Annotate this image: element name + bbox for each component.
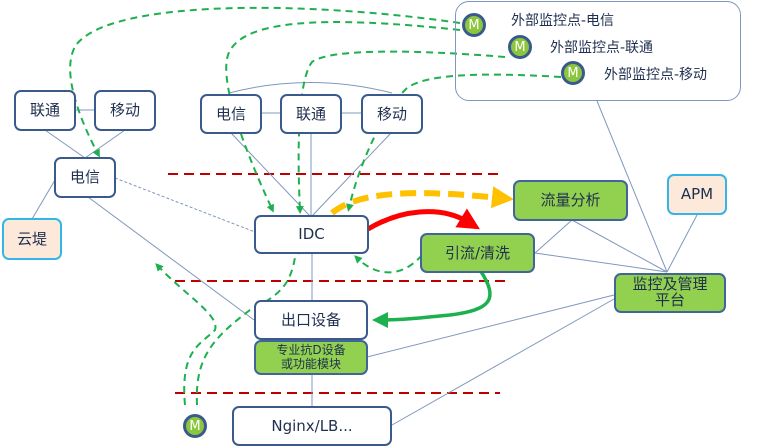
node-nginx-lb[interactable]: Nginx/LB... bbox=[232, 406, 392, 446]
link-analysis-diversion bbox=[534, 219, 573, 254]
link-analysis-platform bbox=[571, 219, 668, 273]
node-idc-mobile[interactable]: 移动 bbox=[361, 94, 423, 134]
link-telecom-idc bbox=[114, 177, 256, 233]
node-idc[interactable]: IDC bbox=[254, 215, 369, 254]
monitor-path-telecom-idc bbox=[225, 21, 461, 213]
monitor-badge-internal: M bbox=[183, 414, 207, 438]
monitor-badge-telecom: M bbox=[462, 13, 486, 37]
node-left-unicom[interactable]: 联通 bbox=[14, 90, 76, 131]
link-left-mobile-telecom bbox=[84, 129, 126, 159]
external-monitors-panel bbox=[455, 1, 741, 101]
node-traffic-analysis[interactable]: 流量分析 bbox=[513, 180, 628, 221]
link-telecom-idc-down bbox=[230, 132, 311, 217]
node-apm[interactable]: APM bbox=[667, 174, 727, 215]
node-left-mobile[interactable]: 移动 bbox=[94, 90, 156, 131]
arrow-idc-to-diversion bbox=[366, 208, 480, 232]
link-telecom-exit bbox=[87, 196, 255, 321]
node-cloud-shield[interactable]: 云堤 bbox=[2, 218, 62, 260]
monitor-path-unicom-idc bbox=[295, 50, 506, 214]
link-panel-platform bbox=[596, 100, 668, 273]
external-monitor-mobile-label: 外部监控点-移动 bbox=[604, 67, 708, 83]
external-monitor-telecom-label: 外部监控点-电信 bbox=[511, 13, 615, 29]
arrow-idc-to-analysis bbox=[330, 186, 514, 216]
link-antid-platform bbox=[366, 294, 615, 358]
monitor-path-bottom-idc bbox=[195, 246, 300, 406]
arrow-diversion-to-exit bbox=[372, 269, 492, 328]
link-left-unicom-telecom bbox=[44, 129, 86, 159]
node-diversion-cleaning[interactable]: 引流/清洗 bbox=[420, 233, 535, 273]
link-diversion-platform bbox=[534, 252, 668, 273]
monitor-path-mobile-idc bbox=[345, 73, 562, 212]
monitor-path-diversion-idc bbox=[354, 254, 423, 274]
monitor-badge-mobile: M bbox=[561, 61, 585, 85]
link-nginx-platform bbox=[391, 298, 615, 426]
link-idc-telecom-mobile-arc bbox=[228, 82, 393, 94]
node-idc-telecom[interactable]: 电信 bbox=[200, 94, 262, 134]
link-apm-platform bbox=[666, 214, 698, 273]
monitor-badge-unicom: M bbox=[508, 35, 532, 59]
link-telecom-cloudshield bbox=[31, 179, 56, 220]
node-anti-ddos[interactable]: 专业抗D设备 或功能模块 bbox=[254, 340, 368, 375]
monitor-path-telecom-left bbox=[69, 6, 461, 158]
link-mobile-idc-down bbox=[311, 132, 392, 217]
node-monitor-platform[interactable]: 监控及管理 平台 bbox=[614, 273, 726, 313]
external-monitor-unicom-label: 外部监控点-联通 bbox=[550, 40, 654, 56]
monitor-path-bottom-left bbox=[155, 263, 217, 406]
node-idc-unicom[interactable]: 联通 bbox=[280, 94, 342, 134]
node-exit-device[interactable]: 出口设备 bbox=[254, 300, 368, 340]
node-left-telecom[interactable]: 电信 bbox=[54, 157, 116, 198]
